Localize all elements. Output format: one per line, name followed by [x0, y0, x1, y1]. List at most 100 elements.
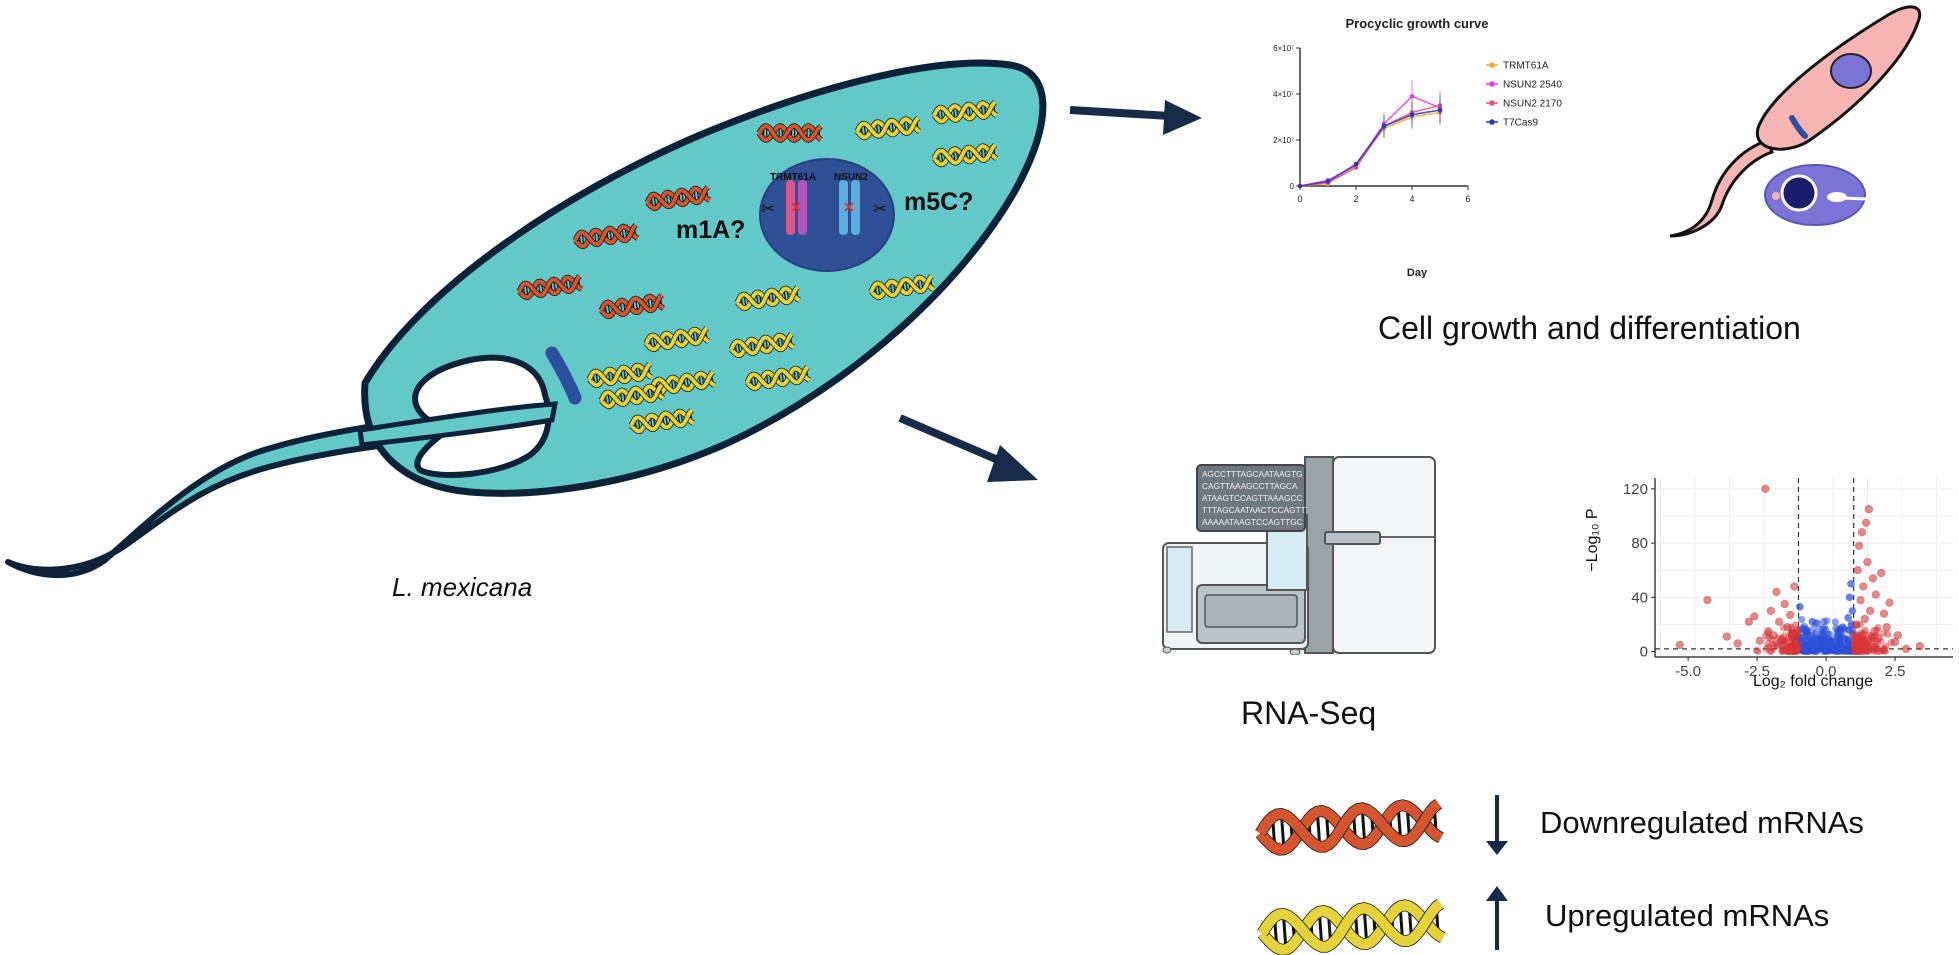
- regulation-legend: [1255, 795, 1508, 955]
- volcano-x-tick: -5.0: [1675, 663, 1701, 680]
- flagellum-inner: [357, 401, 559, 448]
- growth-x-tick: 4: [1409, 194, 1414, 204]
- volcano-point-sig-4: [1744, 617, 1753, 626]
- volcano-point-sig-38: [1885, 598, 1894, 607]
- growth-point: [1325, 179, 1331, 184]
- rnaseq-caption: RNA-Seq: [1241, 695, 1377, 731]
- mrna-down-6: [516, 274, 584, 301]
- volcano-y-tick: 40: [1631, 589, 1648, 606]
- sequencer-right-cabinet: [1332, 456, 1436, 654]
- mrna-up-2: [931, 100, 999, 125]
- volcano-point-sig-19: [1791, 639, 1800, 648]
- growth-point: [1409, 94, 1415, 99]
- mrna-up-9: [868, 274, 936, 301]
- volcano-x-tick: 0.0: [1816, 663, 1837, 680]
- growth-chart-xlabel: Day: [1407, 267, 1428, 278]
- volcano-ylabel: −Log₁₀ P: [1584, 508, 1601, 571]
- volcano-point-ns-23: [1798, 624, 1807, 633]
- mrna-down-7: [598, 293, 666, 320]
- mrna-down-5: [572, 223, 640, 250]
- volcano-point-sig-7: [1761, 484, 1770, 493]
- volcano-point-sig-23: [1856, 595, 1865, 605]
- volcano-point-ns-20: [1847, 579, 1855, 588]
- sequencer-center-column: [1304, 456, 1334, 654]
- mrna-up-14: [598, 383, 666, 410]
- volcano-point-sig-14: [1780, 600, 1789, 609]
- volcano-point-ns-22: [1796, 603, 1804, 611]
- volcano-x-tick: 2.5: [1885, 663, 1906, 680]
- sequencer-foot-right: [1289, 648, 1301, 655]
- volcano-point-sig-9: [1766, 606, 1775, 615]
- scissors-icon-left: ✂: [761, 201, 774, 218]
- growth-legend-marker-0: [1489, 62, 1495, 68]
- chromosome-trmt61a-1: [786, 180, 795, 235]
- volcano-point-ns-6: [1811, 630, 1819, 638]
- volcano-point-sig-37: [1882, 623, 1891, 632]
- volcano-point-sig-16: [1786, 610, 1795, 620]
- modification-label-m1a: m1A?: [676, 216, 745, 244]
- sequencer-monitor: [1196, 464, 1306, 532]
- volcano-point-sig-31: [1868, 574, 1878, 583]
- volcano-point-ns-16: [1838, 623, 1847, 631]
- sequencer-line-1: CAGTTAAAGCCTTAGCA: [1202, 481, 1298, 491]
- growth-y-tick: 6×10⁷: [1273, 44, 1294, 53]
- growth-point: [1381, 123, 1387, 129]
- growth-legend-label-2: NSUN2 2170: [1503, 99, 1562, 110]
- volcano-point-sig-36: [1879, 609, 1889, 618]
- volcano-point-ns-13: [1830, 643, 1839, 652]
- growth-legend-marker-1: [1489, 81, 1495, 87]
- growth-point: [1297, 183, 1303, 189]
- growth-caption: Cell growth and differentiation: [1378, 310, 1801, 346]
- growth-legend-marker-3: [1489, 119, 1495, 125]
- kinetoplast: [545, 346, 582, 405]
- volcano-point-ns-14: [1833, 632, 1841, 641]
- volcano-point-sig-12: [1775, 617, 1784, 626]
- modification-label-m5c: m5C?: [904, 188, 973, 216]
- legend-mrna-down: [1255, 798, 1444, 856]
- sequencer-tray-inner: [1204, 594, 1298, 628]
- chromosome-nsun2-2: [851, 180, 860, 235]
- growth-x-tick: 2: [1353, 194, 1358, 204]
- volcano-point-ns-17: [1841, 635, 1850, 644]
- arrow-to-rnaseq: [898, 414, 1038, 482]
- down-arrow-icon: [1486, 795, 1508, 855]
- volcano-point-ns-8: [1816, 635, 1825, 644]
- volcano-point-sig-5: [1750, 612, 1759, 621]
- volcano-point-sig-34: [1874, 633, 1883, 643]
- promastigote-nucleus: [1830, 53, 1872, 89]
- growth-point: [1353, 165, 1359, 170]
- volcano-point-sig-20: [1852, 620, 1861, 629]
- downregulated-label: Downregulated mRNAs: [1540, 805, 1864, 840]
- volcano-point-sig-30: [1866, 606, 1875, 615]
- volcano-point-sig-27: [1861, 518, 1871, 527]
- sequencer-handle: [1324, 531, 1381, 545]
- volcano-xlabel: Log₂ fold change: [1753, 673, 1873, 690]
- amastigote-dot: [1772, 192, 1780, 200]
- mrna-down-4: [644, 185, 712, 212]
- volcano-point-sig-2: [1722, 632, 1731, 641]
- mrna-up-11: [728, 332, 796, 359]
- volcano-point-sig-26: [1860, 614, 1869, 624]
- volcano-point-ns-0: [1797, 634, 1806, 642]
- volcano-point-sig-39: [1890, 637, 1900, 647]
- volcano-point-sig-42: [1915, 642, 1924, 651]
- volcano-point-ns-12: [1827, 636, 1836, 645]
- upregulated-mrna-icon: [1257, 898, 1446, 955]
- promastigote-flagellum: [1669, 138, 1774, 238]
- growth-point: [1353, 161, 1359, 167]
- promastigote-kinetoplast: [1789, 115, 1808, 139]
- mrna-up-16: [628, 408, 696, 435]
- volcano-point-sig-24: [1857, 528, 1867, 537]
- sequencer-foot-left: [1162, 646, 1172, 654]
- growth-line-3: [1299, 109, 1441, 187]
- mrna-up-15: [744, 365, 812, 392]
- volcano-point-ns-3: [1805, 638, 1814, 646]
- volcano-point-sig-11: [1772, 587, 1781, 597]
- upregulated-label: Upregulated mRNAs: [1545, 898, 1830, 933]
- volcano-point-sig-0: [1675, 640, 1684, 649]
- volcano-point-sig-3: [1733, 639, 1742, 648]
- arrow-to-growth: [1069, 100, 1202, 135]
- amastigote-flagellum: [1839, 196, 1869, 201]
